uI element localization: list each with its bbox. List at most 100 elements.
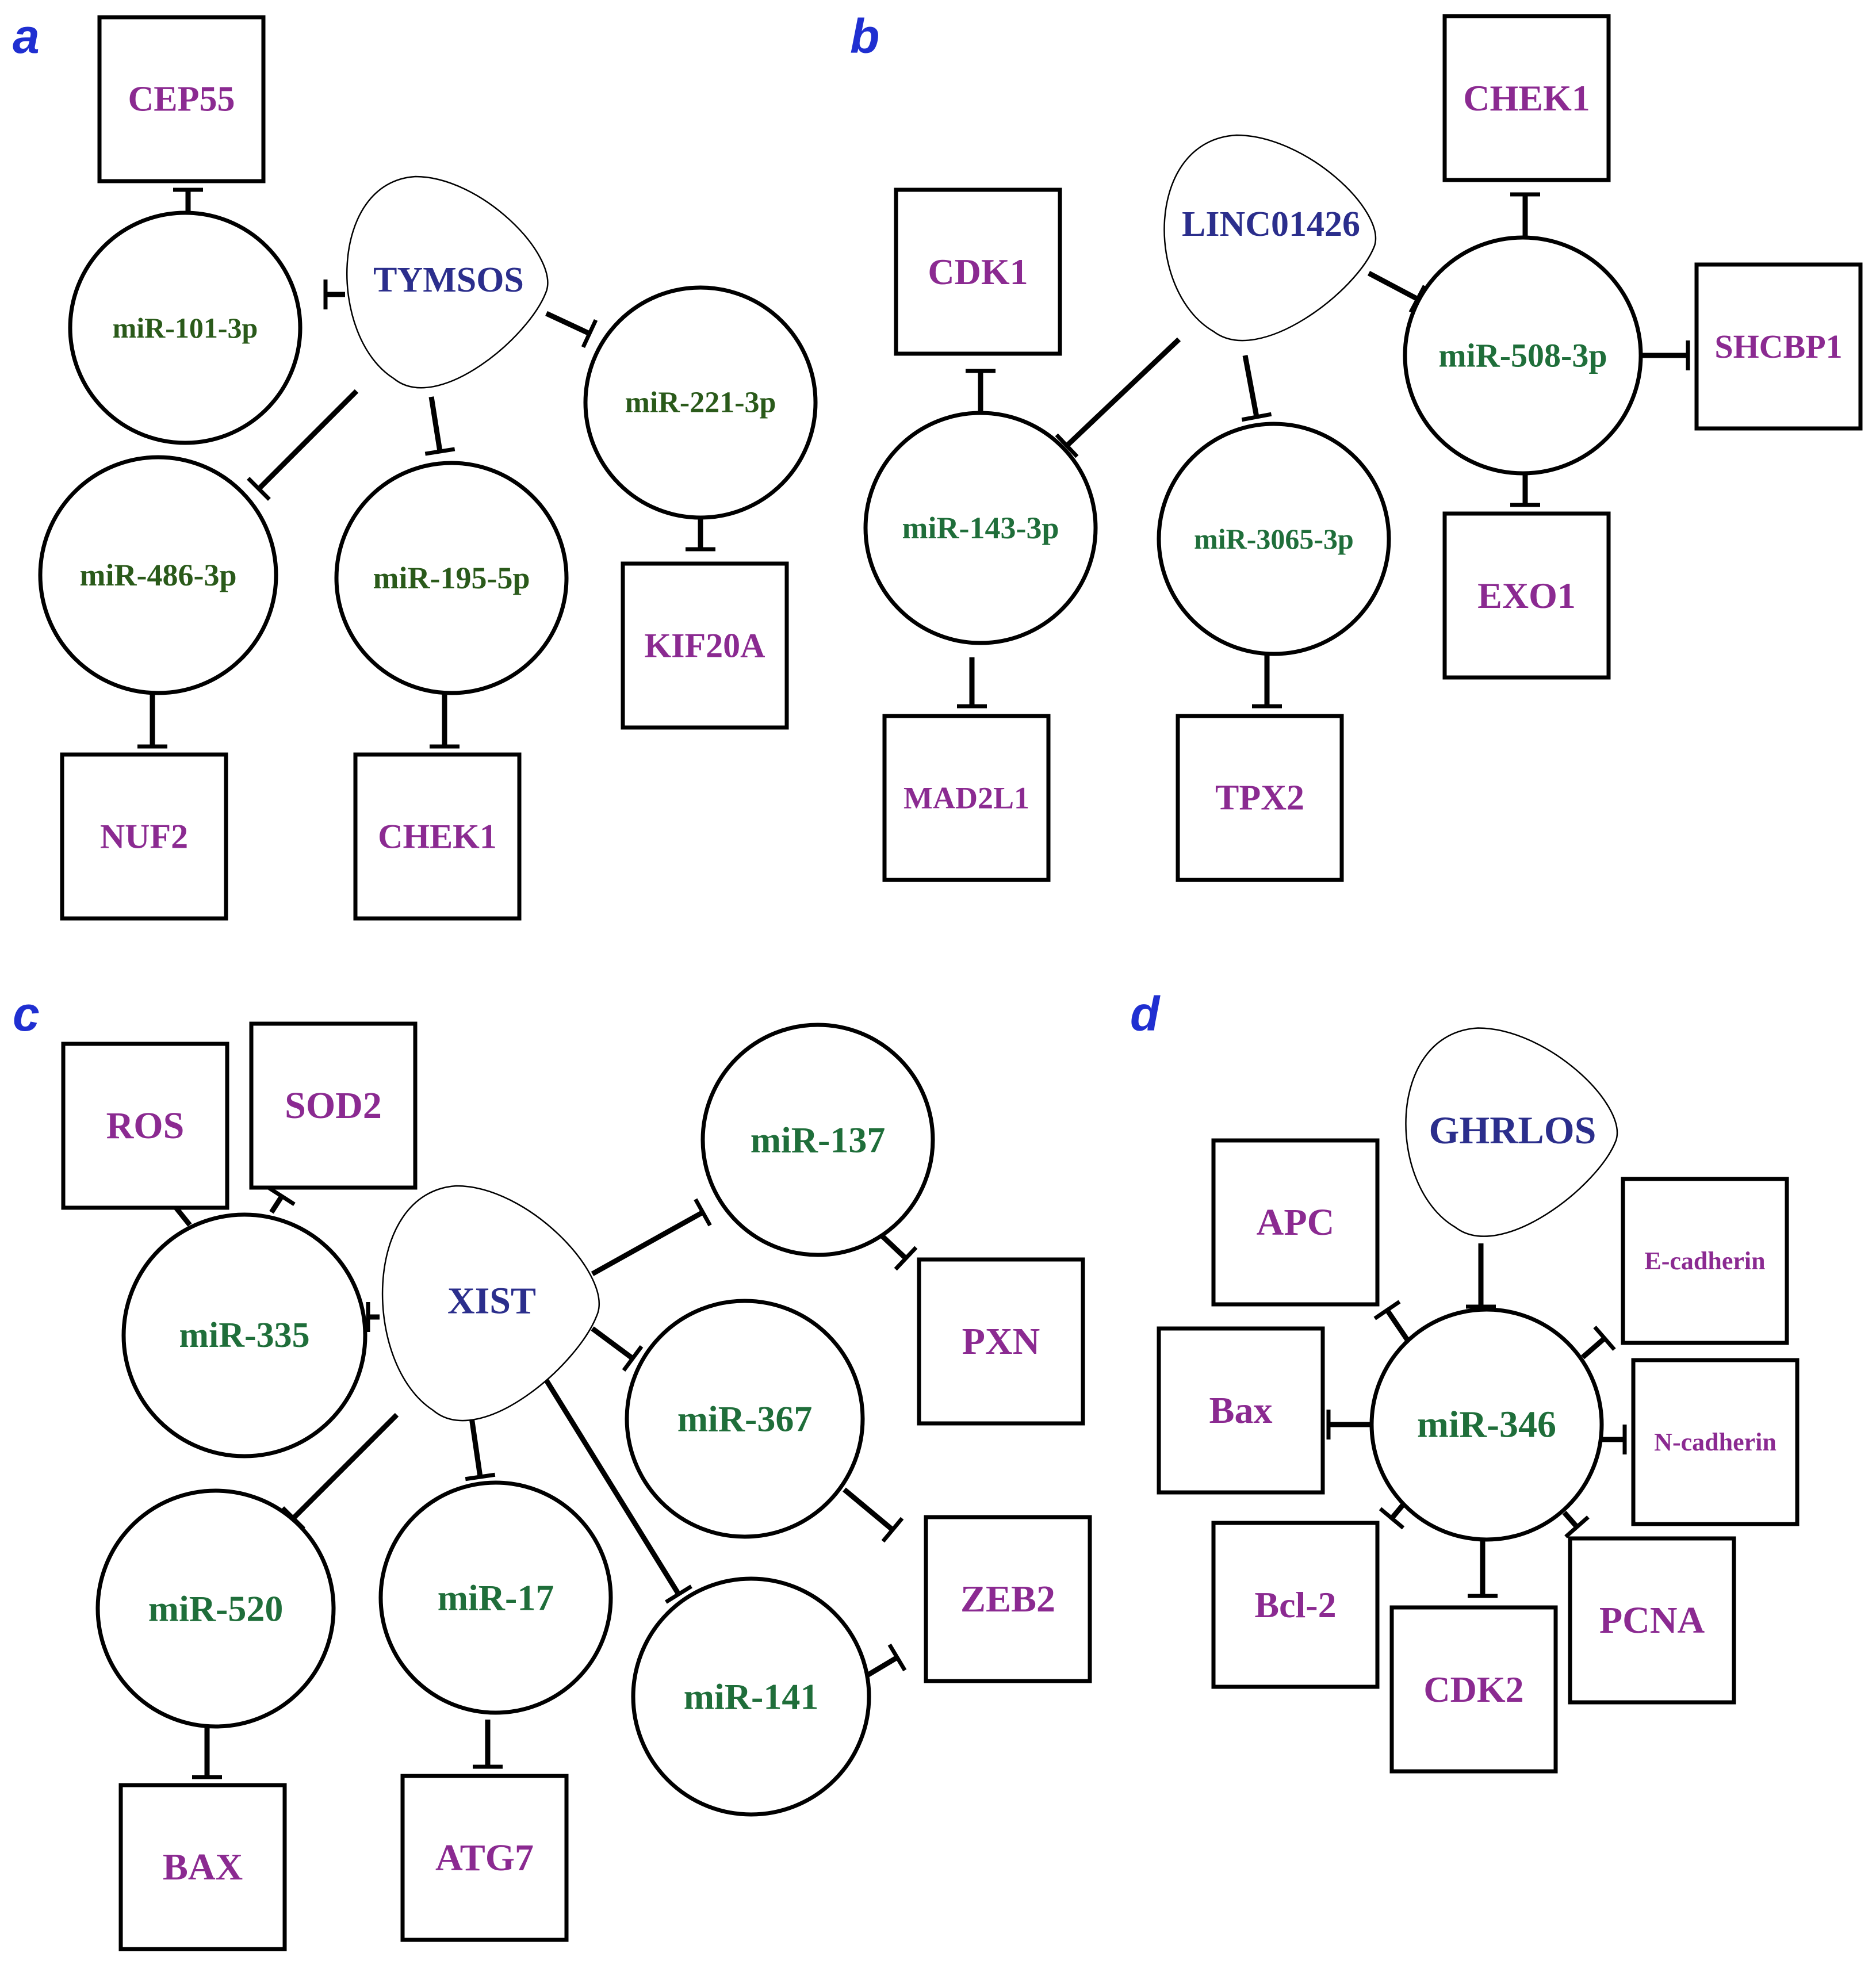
- mirna-node: miR-195-5p: [334, 461, 569, 695]
- inhibition-edge-lnc-a_m195: [424, 396, 455, 456]
- gene-node: Bcl-2: [1211, 1521, 1380, 1689]
- inhibition-edges: [957, 192, 1690, 709]
- lncrna-shape: [381, 1185, 600, 1422]
- inhibition-edge-b_m143-b_g2: [957, 657, 987, 709]
- gene-node: MAD2L1: [882, 714, 1051, 882]
- gene-label: APC: [1257, 1201, 1335, 1243]
- inhibition-edge-a_m195-a_g3: [430, 693, 460, 749]
- mirna-node: miR-3065-3p: [1157, 422, 1391, 656]
- inhibition-edge-lnc-c_m367: [591, 1326, 644, 1372]
- mirna-label: miR-195-5p: [373, 561, 530, 595]
- inhibition-edge-b_m508-b_g6: [1510, 470, 1540, 507]
- gene-label: EXO1: [1477, 575, 1576, 616]
- lncrna-label: GHRLOS: [1429, 1108, 1596, 1152]
- gene-node: BAX: [118, 1783, 287, 1951]
- gene-node: CHEK1: [353, 752, 522, 921]
- inhibition-edge-lnc-a_m101: [323, 280, 345, 309]
- gene-label: PCNA: [1599, 1599, 1705, 1641]
- mirna-node: miR-137: [700, 1023, 935, 1257]
- panel-letter-c: c: [13, 987, 40, 1041]
- mirna-label: miR-508-3p: [1438, 337, 1607, 374]
- mirna-circle: [1369, 1307, 1604, 1542]
- gene-box: [118, 1783, 287, 1951]
- gene-node: NUF2: [60, 752, 228, 921]
- gene-node: ROS: [61, 1042, 229, 1210]
- inhibition-edge-b_m3065-b_g3: [1252, 653, 1282, 709]
- mirna-label: miR-486-3p: [80, 558, 237, 592]
- gene-box: [1389, 1605, 1558, 1774]
- mirna-circle: [1157, 422, 1391, 656]
- gene-node: TPX2: [1176, 714, 1344, 882]
- lncrna-node: XIST: [381, 1185, 600, 1422]
- mirna-label: miR-367: [677, 1399, 813, 1439]
- gene-node: ATG7: [400, 1774, 569, 1942]
- mirna-circle: [378, 1480, 613, 1715]
- inhibition-edge-b_m143-b_g1: [966, 369, 996, 413]
- mirna-circle: [38, 455, 278, 695]
- gene-box: [1621, 1177, 1789, 1345]
- gene-node: SOD2: [249, 1021, 418, 1190]
- gene-node: KIF20A: [621, 561, 789, 730]
- inhibition-edge-lnc-a_m221: [545, 311, 598, 349]
- inhibition-edge-lnc-b_m143: [1055, 337, 1181, 458]
- gene-label: CDK2: [1423, 1669, 1523, 1710]
- inhibition-edge-d_m346-d_g2: [1326, 1410, 1372, 1439]
- mirna-node: miR-335: [121, 1212, 367, 1458]
- mirna-node: miR-346: [1369, 1307, 1604, 1542]
- mirna-node: miR-17: [378, 1480, 613, 1715]
- mirna-circle: [583, 285, 818, 520]
- gene-box: [1211, 1138, 1380, 1307]
- inhibition-edges: [1326, 1243, 1627, 1598]
- mirna-node: miR-486-3p: [38, 455, 278, 695]
- lncrna-label: TYMSOS: [373, 261, 524, 300]
- mirna-label: miR-143-3p: [902, 511, 1059, 545]
- mirna-label: miR-141: [684, 1676, 819, 1717]
- gene-node: EXO1: [1442, 511, 1611, 680]
- gene-box: [1568, 1536, 1736, 1705]
- mirna-node: miR-508-3p: [1403, 235, 1643, 476]
- inhibition-edge-a_m101-a_g1: [173, 187, 203, 213]
- mirna-circle: [334, 461, 569, 695]
- inhibition-edges: [154, 1185, 918, 1779]
- lncrna-shape: [1163, 134, 1377, 342]
- inhibition-edge-d_m346-d_g7: [1581, 1326, 1616, 1360]
- gene-label: SHCBP1: [1714, 328, 1842, 365]
- gene-box: [353, 752, 522, 921]
- mirna-circle: [700, 1023, 935, 1257]
- gene-label: N-cadherin: [1654, 1428, 1777, 1456]
- inhibition-edge-d_m346-d_g4: [1468, 1541, 1498, 1598]
- gene-label: ZEB2: [960, 1578, 1055, 1620]
- mirna-node: miR-367: [625, 1299, 865, 1539]
- gene-box: [1694, 262, 1863, 431]
- gene-box: [1442, 14, 1611, 182]
- mirna-node: miR-101-3p: [68, 210, 303, 445]
- gene-box: [1176, 714, 1344, 882]
- lncrna-shape: [346, 175, 549, 389]
- mirna-label: miR-221-3p: [625, 386, 776, 419]
- inhibition-edge-lnc-c_m335: [366, 1302, 380, 1332]
- gene-node: PCNA: [1568, 1536, 1736, 1705]
- inhibition-edge-c_m520-c_g3: [192, 1725, 222, 1779]
- lncrna-node: LINC01426: [1163, 134, 1377, 342]
- gene-label: CEP55: [128, 80, 235, 119]
- gene-label: PXN: [962, 1320, 1040, 1362]
- gene-box: [249, 1021, 418, 1190]
- gene-box: [894, 187, 1062, 356]
- mirna-node: miR-520: [95, 1488, 336, 1729]
- inhibition-edge-lnc-a_m486: [247, 389, 359, 501]
- gene-label: ATG7: [435, 1837, 534, 1879]
- panel-letter-a: a: [13, 9, 40, 63]
- gene-box: [60, 752, 228, 921]
- inhibition-edge-lnc-c_m137: [591, 1198, 712, 1276]
- gene-label: CDK1: [928, 251, 1028, 292]
- mirna-label: miR-520: [148, 1588, 284, 1629]
- gene-node: APC: [1211, 1138, 1380, 1307]
- mirna-label: miR-137: [751, 1120, 886, 1161]
- gene-node: CEP55: [97, 15, 266, 183]
- panel-letter-d: d: [1130, 987, 1161, 1041]
- gene-box: [1631, 1358, 1800, 1526]
- gene-label: MAD2L1: [903, 781, 1029, 816]
